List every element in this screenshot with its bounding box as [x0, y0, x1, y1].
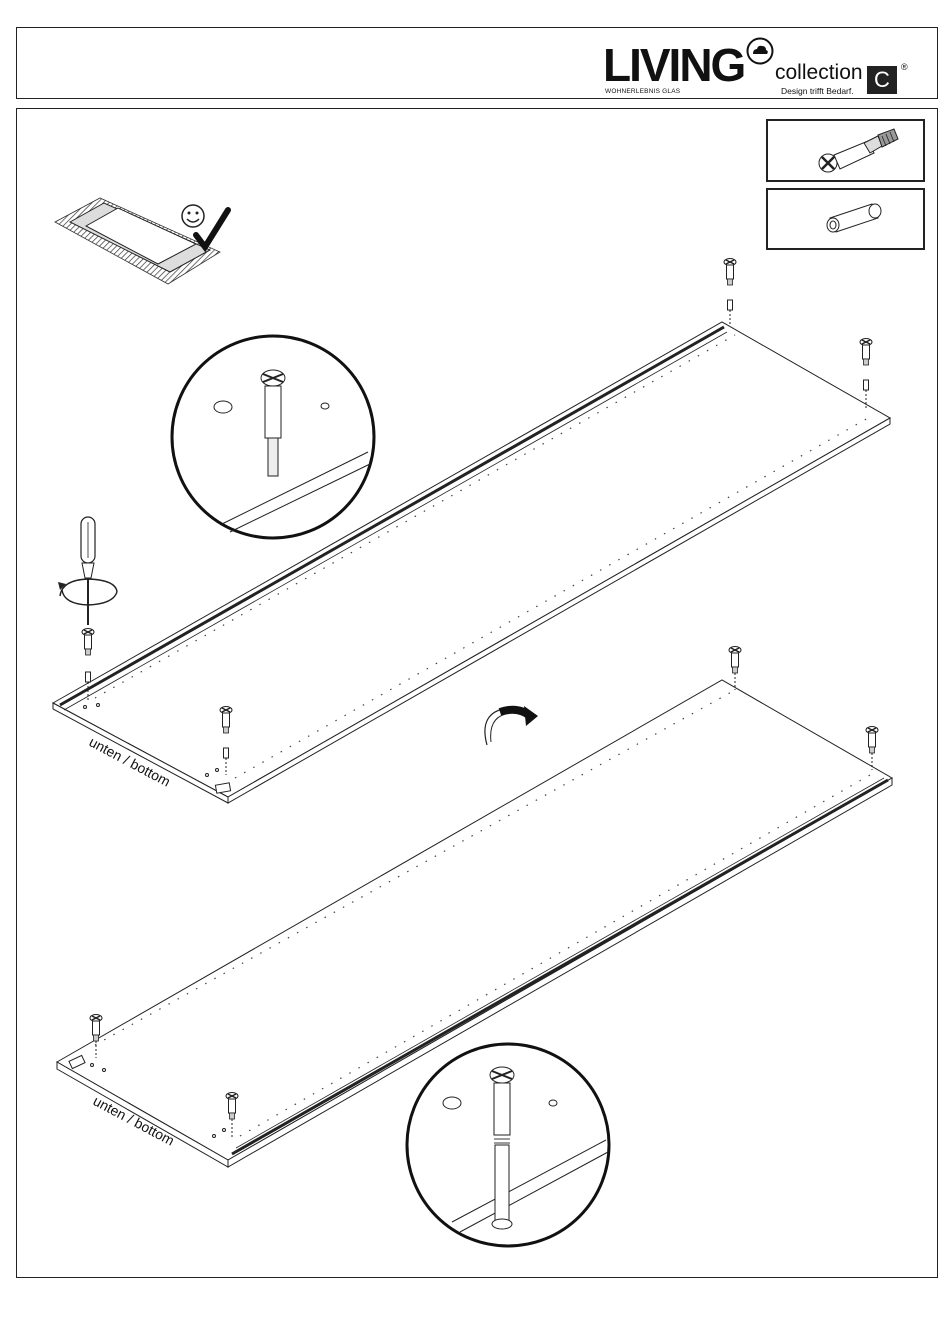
brand-logo: LIVING WOHNERLEBNIS GLAS collection Desi…: [603, 36, 923, 94]
brand-subline: WOHNERLEBNIS GLAS: [605, 88, 680, 95]
sleeve-icon: [768, 190, 923, 248]
part-box-cam-dowel: [766, 119, 925, 182]
cloud-logo-icon: [745, 36, 775, 66]
header-bar: LIVING WOHNERLEBNIS GLAS collection Desi…: [16, 27, 938, 99]
registered-mark: ®: [901, 62, 908, 72]
instruction-panel: [16, 108, 938, 1278]
cam-dowel-icon: [768, 121, 923, 180]
brand-name: LIVING: [603, 42, 744, 88]
collection-word: collection: [775, 62, 863, 84]
collection-tagline: Design trifft Bedarf.: [781, 86, 854, 96]
c-mark: C: [867, 66, 897, 94]
part-box-sleeve: [766, 188, 925, 250]
